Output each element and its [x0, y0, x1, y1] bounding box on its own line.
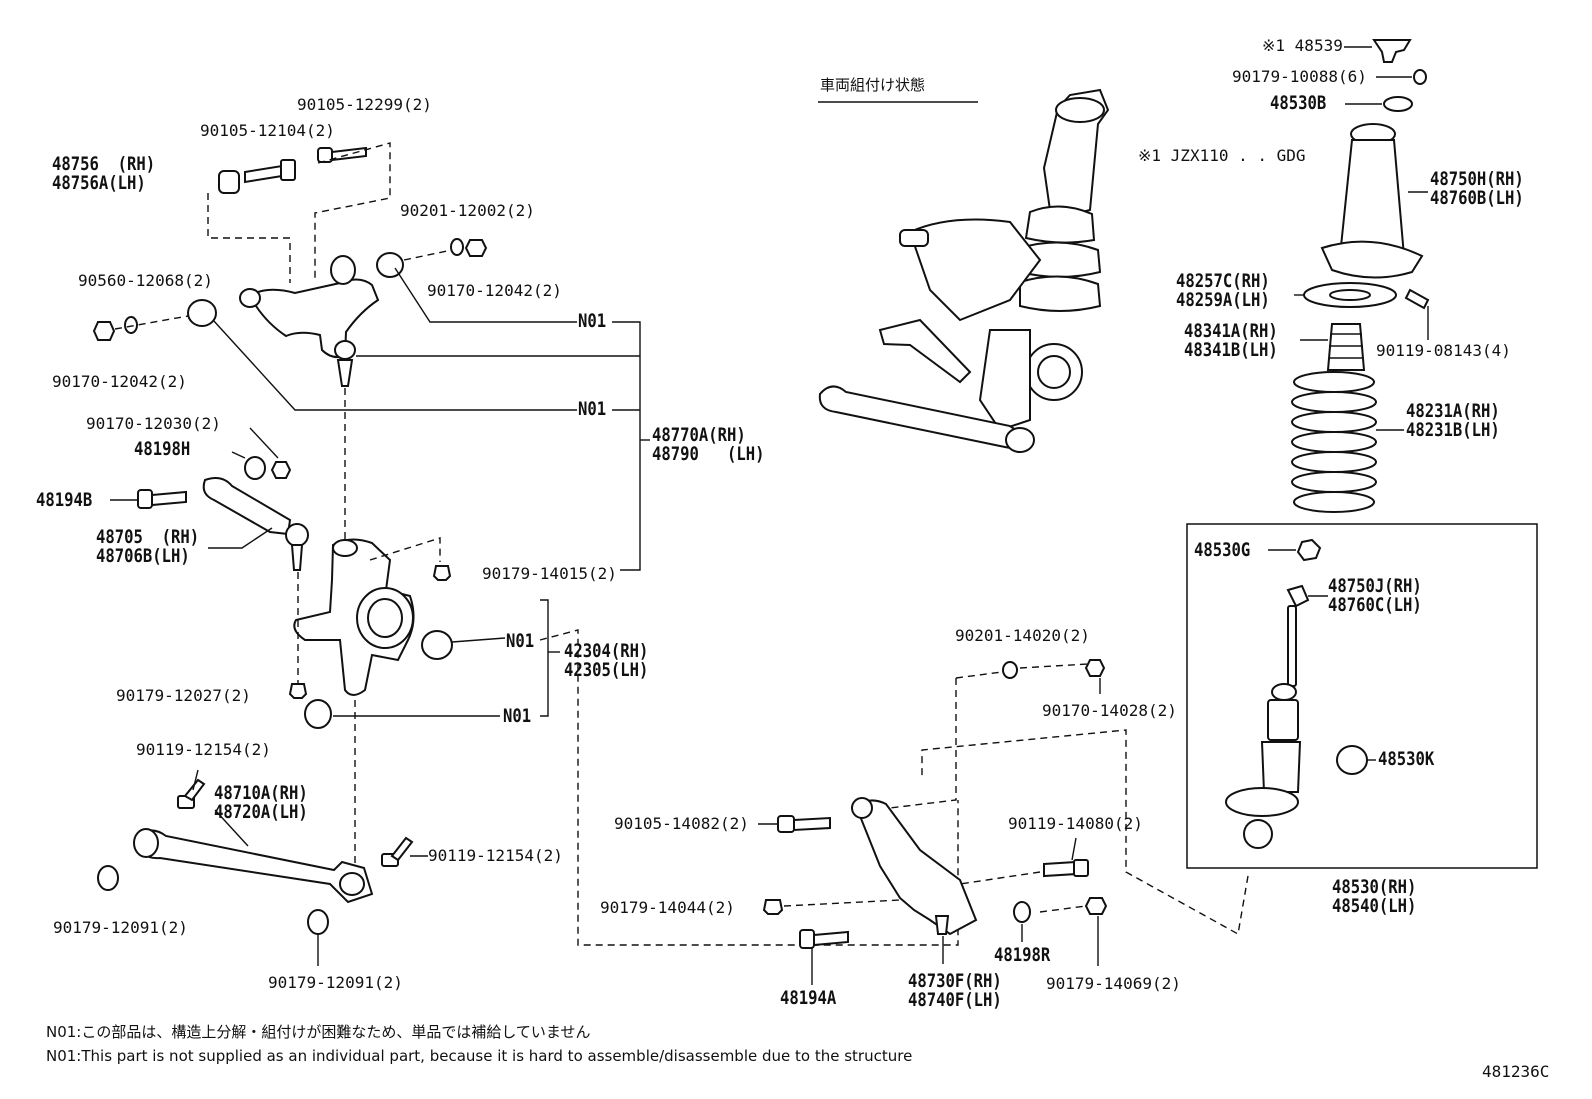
label-90179-12091-right[interactable]: 90179-12091(2)	[268, 973, 403, 992]
label-48710A[interactable]: 48710A(RH) 48720A(LH)	[214, 782, 308, 823]
label-90170-12030[interactable]: 90170-12030(2)	[86, 414, 221, 433]
label-90179-14015[interactable]: 90179-14015(2)	[482, 564, 617, 583]
bolt-90119-12154-upper	[177, 778, 206, 809]
bolt-90119-14080	[1043, 859, 1089, 878]
nut-90179-10088	[1413, 69, 1427, 85]
label-48530[interactable]: 48530(RH) 48540(LH)	[1332, 876, 1417, 917]
label-90560-12068[interactable]: 90560-12068(2)	[78, 271, 213, 290]
label-48194B[interactable]: 48194B	[36, 489, 93, 511]
bolt-48194A	[799, 929, 849, 949]
bolt-90105-12299	[317, 146, 367, 163]
label-48257C[interactable]: 48257C(RH) 48259A(LH)	[1176, 270, 1270, 311]
nut-90179-12091-left	[97, 865, 119, 891]
bolt-48194B	[137, 489, 187, 509]
nut-90170-12030	[270, 461, 292, 479]
label-90105-14082[interactable]: 90105-14082(2)	[614, 814, 749, 833]
cushion-48530K	[1336, 745, 1368, 775]
washer-90201-14020	[1002, 661, 1018, 679]
bolt-90105-12104	[244, 159, 296, 184]
assembled-suspension-view	[818, 88, 1110, 453]
nut-90170-12042-right	[464, 239, 488, 257]
label-90201-14020[interactable]: 90201-14020(2)	[955, 626, 1090, 645]
label-48530B[interactable]: 48530B	[1270, 92, 1327, 114]
bolt-90119-12154-lower	[381, 836, 414, 867]
label-48770A[interactable]: 48770A(RH) 48790 (LH)	[652, 424, 765, 465]
coil-spring-48231A	[1291, 371, 1377, 513]
label-90201-12002[interactable]: 90201-12002(2)	[400, 201, 535, 220]
bolt-90119-08143	[1404, 288, 1430, 310]
label-48730F[interactable]: 48730F(RH) 48740F(LH)	[908, 970, 1002, 1011]
label-48750J[interactable]: 48750J(RH) 48760C(LH)	[1328, 575, 1422, 616]
toe-control-arm-48705	[202, 477, 309, 571]
label-48756[interactable]: 48756 (RH) 48756A(LH)	[52, 153, 156, 194]
ref-mark-n01-2[interactable]: N01	[578, 398, 607, 420]
nut-90170-14028	[1084, 659, 1106, 677]
applicability-note: ※1 JZX110 . . GDG	[1138, 146, 1306, 165]
label-90119-08143[interactable]: 90119-08143(4)	[1376, 341, 1511, 360]
ref-mark-n01-1[interactable]: N01	[578, 310, 607, 332]
bound-stopper-48341A	[1326, 323, 1366, 371]
label-48539[interactable]: ※1 48539	[1262, 36, 1343, 55]
label-48194A[interactable]: 48194A	[780, 987, 837, 1009]
nut-90179-14069	[1084, 897, 1108, 915]
note-n01-japanese: N01:この部品は、構造上分解・組付けが困難なため、単品では補給していません	[46, 1023, 591, 1041]
label-90179-14044[interactable]: 90179-14044(2)	[600, 898, 735, 917]
bolt-90105-14082	[777, 815, 831, 833]
shock-absorber-group-box	[1186, 523, 1538, 869]
nut-90170-12042-left	[92, 321, 116, 341]
bump-stopper-48539	[1372, 39, 1412, 63]
label-90179-12091-left[interactable]: 90179-12091(2)	[53, 918, 188, 937]
label-48341A[interactable]: 48341A(RH) 48341B(LH)	[1184, 320, 1278, 361]
nut-90179-14044	[762, 899, 784, 915]
nut-90179-12027	[288, 683, 308, 699]
rear-axle-carrier-42304	[293, 538, 415, 696]
label-42304[interactable]: 42304(RH) 42305(LH)	[564, 640, 649, 681]
bushing-48198H	[244, 456, 266, 480]
bushing-left-upper-arm	[187, 299, 217, 327]
nut-90179-14015	[432, 565, 452, 581]
label-48530G[interactable]: 48530G	[1194, 539, 1251, 561]
knuckle-lower-bushing	[304, 699, 332, 729]
note-n01-english: N01:This part is not supplied as an indi…	[46, 1047, 913, 1065]
upper-control-arm-48770A	[239, 255, 380, 387]
upper-arm-bushing-48756	[218, 170, 240, 194]
nut-48530G	[1296, 538, 1322, 562]
label-90170-12042-left[interactable]: 90170-12042(2)	[52, 372, 187, 391]
nut-90179-12091-right	[307, 909, 329, 935]
label-90179-12027[interactable]: 90179-12027(2)	[116, 686, 251, 705]
label-48705[interactable]: 48705 (RH) 48706B(LH)	[96, 526, 200, 567]
lower-control-arm-48710A	[133, 828, 374, 904]
label-48231A[interactable]: 48231A(RH) 48231B(LH)	[1406, 400, 1500, 441]
label-90119-12154-lower[interactable]: 90119-12154(2)	[428, 846, 563, 865]
label-48750H[interactable]: 48750H(RH) 48760B(LH)	[1430, 168, 1524, 209]
label-90179-10088[interactable]: 90179-10088(6)	[1232, 67, 1367, 86]
shock-absorber-48530	[1225, 605, 1302, 849]
label-90105-12104[interactable]: 90105-12104(2)	[200, 121, 335, 140]
washer-48530B	[1383, 96, 1413, 112]
ref-mark-n01-4[interactable]: N01	[503, 705, 532, 727]
bushing-48198R	[1013, 901, 1031, 923]
label-48198R[interactable]: 48198R	[994, 944, 1051, 966]
label-90119-14080[interactable]: 90119-14080(2)	[1008, 814, 1143, 833]
knuckle-bushing-n01	[421, 630, 453, 660]
label-90170-12042-right[interactable]: 90170-12042(2)	[427, 281, 562, 300]
label-90105-12299[interactable]: 90105-12299(2)	[297, 95, 432, 114]
label-48198H[interactable]: 48198H	[134, 438, 191, 460]
assembled-view-title: 車両組付け状態	[820, 76, 926, 94]
washer-90201-12002	[450, 238, 464, 256]
washer-90560-12068	[124, 316, 138, 334]
ref-mark-n01-3[interactable]: N01	[506, 630, 535, 652]
label-90170-14028[interactable]: 90170-14028(2)	[1042, 701, 1177, 720]
lower-arm-48730F	[851, 797, 978, 936]
support-assembly-48750H	[1320, 123, 1424, 279]
label-90119-12154-upper[interactable]: 90119-12154(2)	[136, 740, 271, 759]
illustration-code: 481236C	[1482, 1062, 1550, 1081]
label-90179-14069[interactable]: 90179-14069(2)	[1046, 974, 1181, 993]
cushion-48750J	[1286, 584, 1310, 608]
insulator-48257C	[1303, 282, 1397, 308]
label-48530K[interactable]: 48530K	[1378, 748, 1435, 770]
